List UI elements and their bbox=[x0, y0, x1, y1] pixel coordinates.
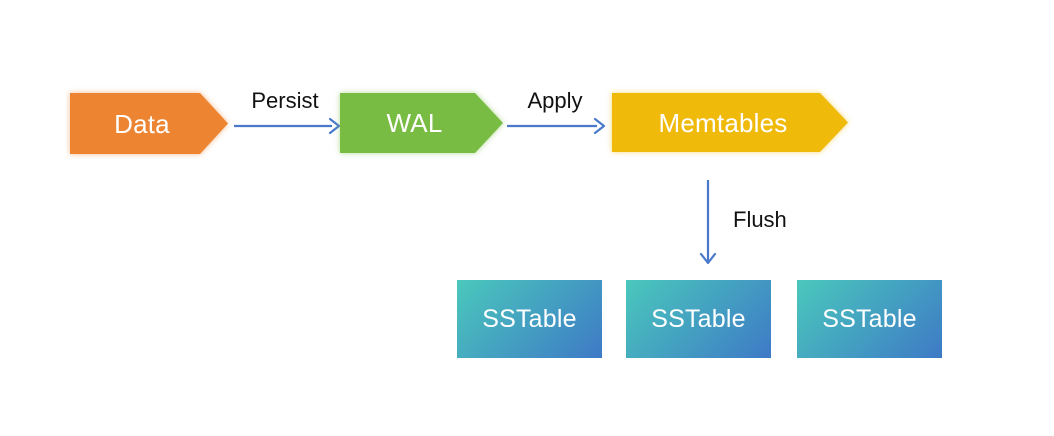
node-data-label: Data bbox=[114, 108, 170, 139]
node-sstable-2-label: SSTable bbox=[651, 304, 746, 333]
apply-arrow bbox=[507, 117, 606, 135]
apply-edge-label: Apply bbox=[527, 88, 583, 113]
node-sstable-1: SSTable bbox=[457, 280, 602, 358]
node-wal: WAL bbox=[340, 93, 503, 153]
node-memtables-label: Memtables bbox=[658, 107, 788, 138]
node-sstable-1-label: SSTable bbox=[482, 304, 577, 333]
arrow-right-icon bbox=[593, 117, 606, 135]
node-wal-label: WAL bbox=[386, 108, 443, 138]
node-sstable-3: SSTable bbox=[797, 280, 942, 358]
node-data: Data bbox=[70, 93, 228, 154]
persist-arrow bbox=[234, 117, 341, 135]
flush-arrow bbox=[699, 180, 717, 265]
node-sstable-2: SSTable bbox=[626, 280, 771, 358]
persist-edge-label: Persist bbox=[251, 88, 319, 113]
node-sstable-3-label: SSTable bbox=[822, 304, 917, 333]
flush-edge-label: Flush bbox=[733, 207, 787, 232]
arrow-right-icon bbox=[328, 117, 341, 135]
node-memtables: Memtables bbox=[612, 93, 848, 152]
arrow-down-icon bbox=[699, 252, 717, 265]
